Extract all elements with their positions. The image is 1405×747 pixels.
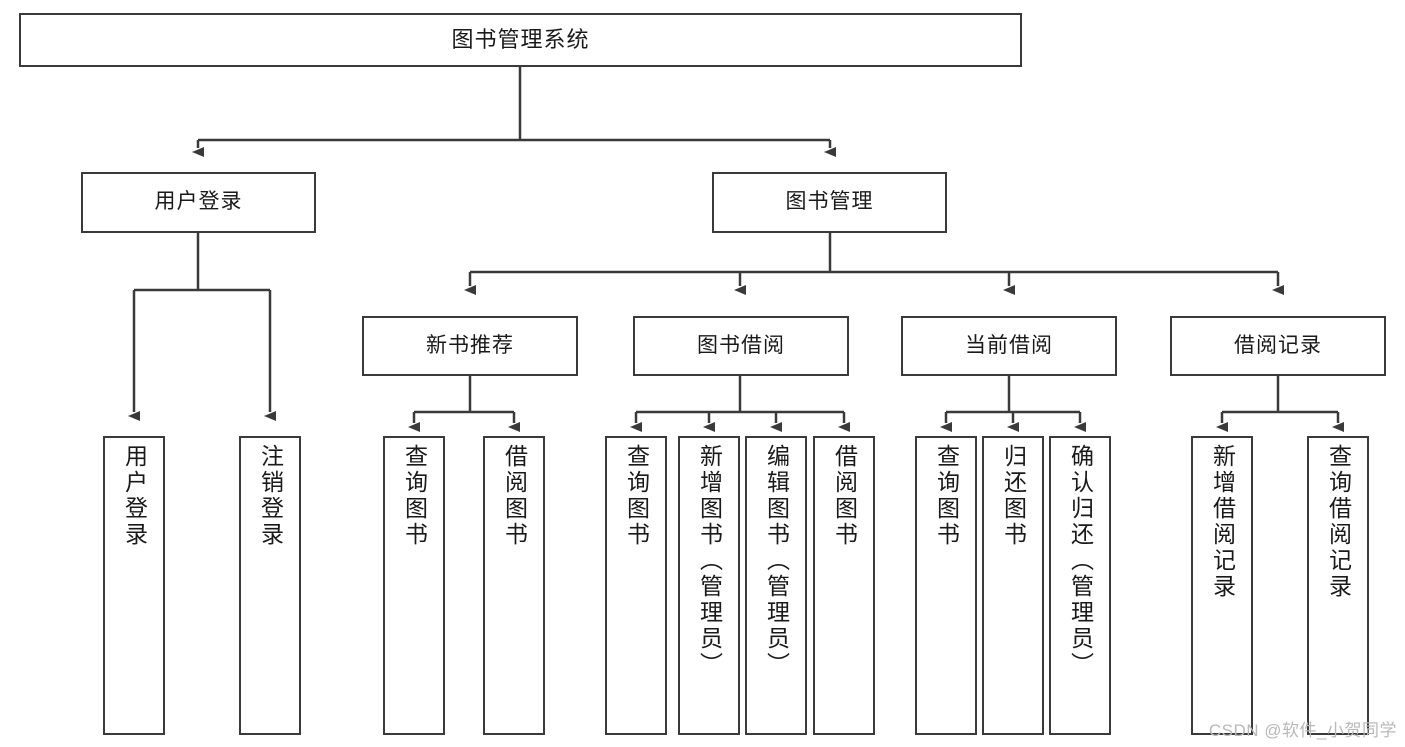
- node-label: 借阅图书: [831, 444, 858, 548]
- leaf-borrow-borrow-book[interactable]: 借阅图书: [813, 436, 875, 735]
- node-new-book-recommend[interactable]: 新书推荐: [362, 316, 578, 376]
- leaf-borrow-edit-book-admin[interactable]: 编辑图书（管理员）: [745, 436, 807, 735]
- node-user-login[interactable]: 用户登录: [81, 172, 316, 233]
- node-label: 确认归还（管理员）: [1067, 444, 1094, 678]
- node-label: 图书管理: [785, 190, 874, 214]
- node-borrow-record[interactable]: 借阅记录: [1170, 316, 1386, 376]
- node-book-management[interactable]: 图书管理: [712, 172, 947, 233]
- node-label: 编辑图书（管理员）: [763, 444, 790, 678]
- leaf-record-add-record[interactable]: 新增借阅记录: [1191, 436, 1253, 735]
- node-label: 新书推荐: [426, 333, 514, 357]
- node-label: 图书管理系统: [451, 27, 590, 53]
- node-label: 新增借阅记录: [1209, 444, 1236, 600]
- node-root-system[interactable]: 图书管理系统: [19, 13, 1022, 67]
- node-label: 查询借阅记录: [1325, 444, 1352, 600]
- node-current-borrow[interactable]: 当前借阅: [901, 316, 1117, 376]
- leaf-record-query-record[interactable]: 查询借阅记录: [1307, 436, 1369, 735]
- node-label: 当前借阅: [965, 333, 1053, 357]
- node-label: 查询图书: [933, 444, 960, 548]
- node-book-borrow[interactable]: 图书借阅: [633, 316, 849, 376]
- node-label: 查询图书: [401, 444, 428, 548]
- leaf-user-login-logout[interactable]: 注销登录: [239, 436, 301, 735]
- leaf-user-login-login[interactable]: 用户登录: [103, 436, 165, 735]
- node-label: 图书借阅: [697, 333, 785, 357]
- node-label: 借阅图书: [501, 444, 528, 548]
- node-label: 新增图书（管理员）: [696, 444, 723, 678]
- leaf-current-return-book[interactable]: 归还图书: [982, 436, 1044, 735]
- leaf-recommend-borrow-book[interactable]: 借阅图书: [483, 436, 545, 735]
- node-label: 归还图书: [1000, 444, 1027, 548]
- node-label: 借阅记录: [1234, 333, 1322, 357]
- node-label: 用户登录: [154, 190, 243, 214]
- leaf-current-query-book[interactable]: 查询图书: [915, 436, 977, 735]
- leaf-recommend-query-book[interactable]: 查询图书: [383, 436, 445, 735]
- leaf-borrow-query-book[interactable]: 查询图书: [605, 436, 667, 735]
- node-label: 注销登录: [257, 444, 284, 548]
- leaf-current-confirm-return-admin[interactable]: 确认归还（管理员）: [1049, 436, 1111, 735]
- watermark: CSDN @软件_小贺同学: [1208, 721, 1397, 740]
- node-label: 用户登录: [121, 444, 148, 548]
- leaf-borrow-add-book-admin[interactable]: 新增图书（管理员）: [678, 436, 740, 735]
- node-label: 查询图书: [623, 444, 650, 548]
